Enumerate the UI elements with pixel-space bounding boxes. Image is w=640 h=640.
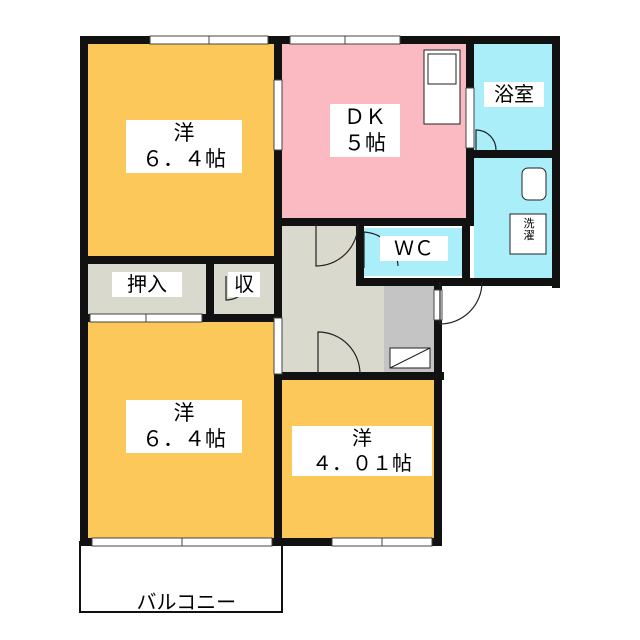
room-type-western-top: 洋 xyxy=(173,121,195,145)
room-label-balcony: バルコニー xyxy=(92,562,268,615)
room-size-western-bottom: ６．４帖 xyxy=(142,427,226,452)
laundry-pan xyxy=(509,213,547,255)
room-type-western-bottom: 洋 xyxy=(173,401,195,425)
room-label-western-small: 洋 ４．０１帖 xyxy=(292,426,432,476)
room-label-oshiire: 押入 xyxy=(112,272,182,297)
room-label-storage: 収 xyxy=(228,272,260,297)
room-size-dk: ５帖 xyxy=(344,131,386,156)
room-type-western-small: 洋 xyxy=(352,426,372,450)
room-label-western-top: 洋 ６．４帖 xyxy=(126,120,242,173)
wash-basin xyxy=(521,167,547,201)
room-label-western-bottom: 洋 ６．４帖 xyxy=(126,400,242,453)
room-type-laundry: 洗 濯 xyxy=(523,217,535,243)
hall-fill xyxy=(280,224,360,374)
room-label-wc: ＷＣ xyxy=(380,236,448,261)
room-label-dk: ＤＫ ５帖 xyxy=(330,104,400,157)
room-type-wc: ＷＣ xyxy=(394,236,434,260)
balcony-fill xyxy=(82,542,278,610)
room-label-bath: 浴室 xyxy=(484,82,544,107)
fixtures xyxy=(389,49,547,369)
room-type-storage: 収 xyxy=(234,272,254,296)
kitchen-sink xyxy=(427,53,457,85)
windows xyxy=(89,35,475,547)
room-size-western-top: ６．４帖 xyxy=(142,147,226,172)
room-label-laundry: 洗 濯 xyxy=(516,217,542,243)
room-type-balcony: バルコニー xyxy=(136,590,237,614)
hall-fill-2 xyxy=(358,284,386,374)
room-type-dk: ＤＫ xyxy=(344,105,386,129)
room-type-bath: 浴室 xyxy=(494,82,534,106)
room-size-western-small: ４．０１帖 xyxy=(312,451,412,475)
room-type-oshiire: 押入 xyxy=(127,272,167,296)
